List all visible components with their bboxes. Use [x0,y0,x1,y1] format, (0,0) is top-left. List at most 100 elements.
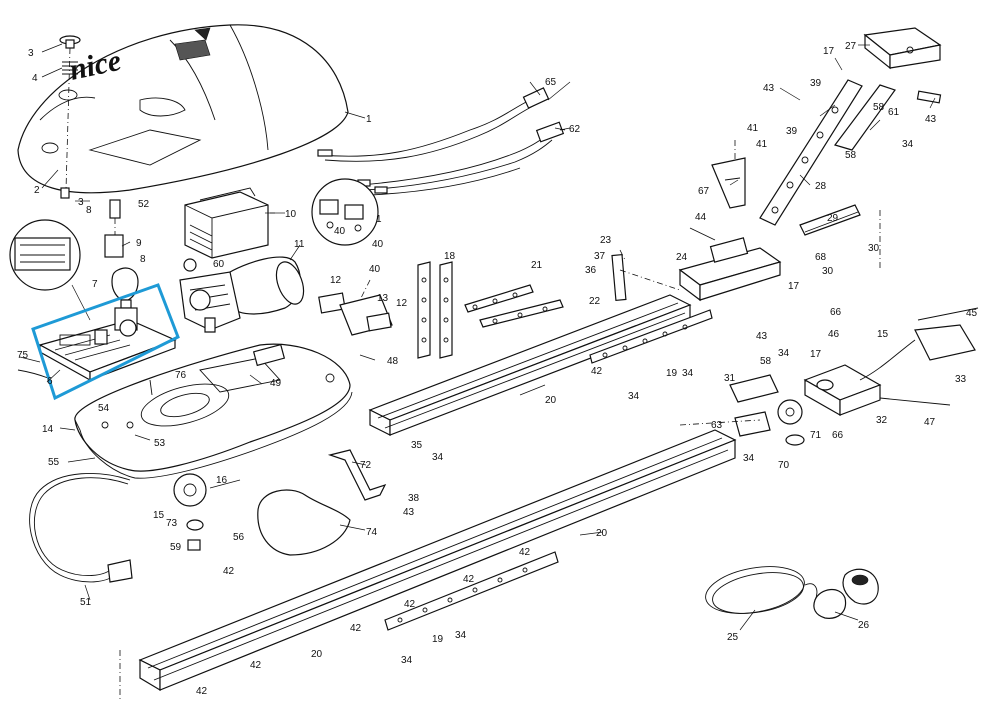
chain-tensioner [803,307,979,417]
callout-62: 62 [569,124,581,135]
callout-44: 44 [695,212,707,223]
callout-34: 34 [902,139,914,150]
callout-49: 49 [270,378,282,389]
callout-42: 42 [196,686,208,697]
callout-34: 34 [682,368,694,379]
callout-46: 46 [828,329,840,340]
callout-23: 23 [600,235,612,246]
callout-59: 59 [170,542,182,553]
chain-links [464,284,564,328]
light-switch [104,199,124,258]
motor [179,256,305,333]
control-unit-detail-circle [9,219,91,321]
callout-42: 42 [463,574,475,585]
callout-17: 17 [823,46,835,57]
upper-rail [368,294,713,436]
callout-67: 67 [698,186,710,197]
callout-30: 30 [822,266,834,277]
callout-25: 25 [727,632,739,643]
callout-68: 68 [815,252,827,263]
callout-40: 40 [369,264,381,275]
callout-19: 19 [666,368,678,379]
callout-58: 58 [873,102,885,113]
callout-12: 12 [330,275,342,286]
control-board-highlight [31,283,180,401]
callout-40: 40 [334,226,346,237]
callout-65: 65 [545,77,557,88]
callout-22: 22 [589,296,601,307]
callout-34: 34 [455,630,467,641]
callout-66: 66 [832,430,844,441]
callout-9: 9 [136,238,142,249]
drive-sprocket [729,374,805,446]
callout-34: 34 [401,655,413,666]
callout-21: 21 [531,260,543,271]
callout-60: 60 [213,259,225,270]
callout-42: 42 [223,566,235,577]
cover-screw [59,35,81,199]
callout-56: 56 [233,532,245,543]
callout-61: 61 [888,107,900,118]
lower-rail [119,210,881,700]
callout-53: 53 [154,438,166,449]
support-bracket [417,261,453,359]
callout-34: 34 [432,452,444,463]
callout-73: 73 [166,518,178,529]
callout-39: 39 [810,78,822,89]
callout-17: 17 [788,281,800,292]
callout-12: 12 [396,298,408,309]
callout-54: 54 [98,403,110,414]
callout-58: 58 [845,150,857,161]
callout-36: 36 [585,265,597,276]
motor-sprocket [173,473,207,551]
callout-51: 51 [80,597,92,608]
callout-75: 75 [17,350,29,361]
callout-72: 72 [360,460,372,471]
callout-13: 13 [377,293,389,304]
callout-32: 32 [876,415,888,426]
callout-55: 55 [48,457,60,468]
callout-43: 43 [756,331,768,342]
callout-28: 28 [815,181,827,192]
callout-38: 38 [408,493,420,504]
callout-10: 10 [285,209,297,220]
callout-15: 15 [877,329,889,340]
limit-switch-assembly [318,279,393,336]
callout-2: 2 [34,185,40,196]
callout-42: 42 [591,366,603,377]
callout-26: 26 [858,620,870,631]
callout-20: 20 [311,649,323,660]
chain-guard [257,449,387,556]
callout-27: 27 [845,41,857,52]
callout-41: 41 [756,139,768,150]
callout-66: 66 [830,307,842,318]
callout-42: 42 [250,660,262,671]
callout-43: 43 [925,114,937,125]
connector-detail-circle [311,178,379,246]
callout-41: 41 [747,123,759,134]
callout-71: 71 [810,430,822,441]
callout-11: 11 [294,239,305,250]
bent-arm [834,27,942,151]
callout-37: 37 [594,251,606,262]
callout-3: 3 [78,197,84,208]
callout-58: 58 [760,356,772,367]
callout-48: 48 [387,356,399,367]
callout-34: 34 [743,453,755,464]
callout-76: 76 [175,370,187,381]
callout-43: 43 [763,83,775,94]
assembly-axis-lines [619,249,761,426]
callout-43: 43 [403,507,415,518]
callout-42: 42 [404,599,416,610]
callout-16: 16 [216,475,228,486]
callout-34: 34 [778,348,790,359]
callout-14: 14 [42,424,54,435]
callout-15: 15 [153,510,165,521]
callout-8: 8 [86,205,92,216]
callout-34: 34 [628,391,640,402]
callout-7: 7 [92,279,98,290]
callout-4: 4 [32,73,38,84]
callout-35: 35 [411,440,423,451]
callout-42: 42 [519,547,531,558]
